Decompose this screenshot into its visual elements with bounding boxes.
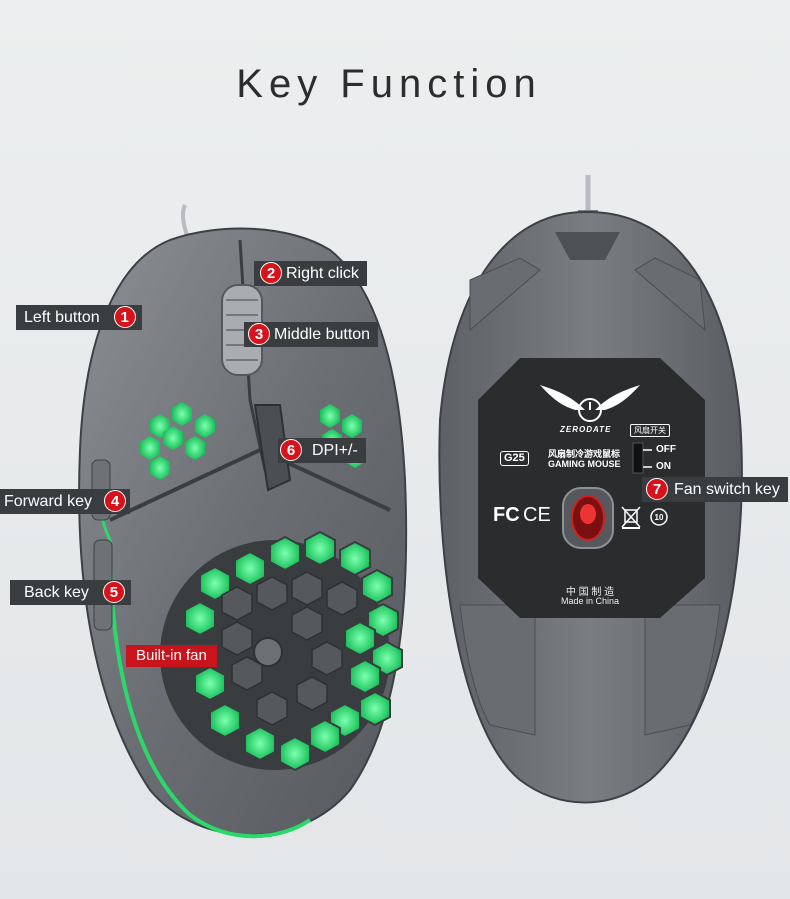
bottom-view-mouse: 10 <box>438 175 743 804</box>
callout-back-key: Back key 5 <box>10 580 131 605</box>
callout-right-click: 2 Right click <box>254 261 367 286</box>
callout-number: 1 <box>113 306 136 328</box>
built-in-fan-label: Built-in fan <box>126 645 217 667</box>
callout-dpi: 6 DPI+/- <box>278 438 366 463</box>
callout-fan-switch: 7 Fan switch key <box>642 477 788 502</box>
svg-text:10: 10 <box>655 513 664 522</box>
brand-logo-text: ZERODATE <box>560 425 612 434</box>
callout-label: Right click <box>286 265 359 282</box>
callout-number: 4 <box>104 490 127 512</box>
callout-label: Fan switch key <box>674 481 780 498</box>
page-title: Key Function <box>236 62 542 106</box>
ce-mark: CE <box>523 504 551 526</box>
made-in-china-en: Made in China <box>560 596 620 606</box>
product-desc-en: GAMING MOUSE <box>548 459 621 469</box>
callout-middle-button: 3 Middle button <box>244 322 379 347</box>
callout-number: 5 <box>102 581 125 603</box>
switch-off-label: OFF <box>656 444 676 455</box>
callout-left-button: Left button 1 <box>16 305 142 330</box>
switch-on-label: ON <box>656 461 671 472</box>
callout-label: Middle button <box>274 326 371 343</box>
product-desc-cn: 风扇制冷游戏鼠标 <box>548 449 621 459</box>
callout-forward-key: Forward key 4 <box>0 489 131 514</box>
callout-label: DPI+/- <box>312 442 358 459</box>
model-label: G25 <box>500 451 529 466</box>
callout-label: Forward key <box>4 493 93 510</box>
made-in-china-cn: 中 国 制 造 <box>565 587 615 598</box>
callout-label: Back key <box>24 584 89 601</box>
callout-number: 6 <box>280 439 302 461</box>
callout-number: 3 <box>248 323 270 345</box>
fan-switch-cn-label: 风扇开关 <box>630 424 670 437</box>
callout-number: 7 <box>646 478 668 500</box>
top-view-mouse <box>78 227 408 839</box>
fc-mark: FC <box>493 504 520 526</box>
callout-label: Left button <box>24 309 100 326</box>
callout-number: 2 <box>260 262 282 284</box>
